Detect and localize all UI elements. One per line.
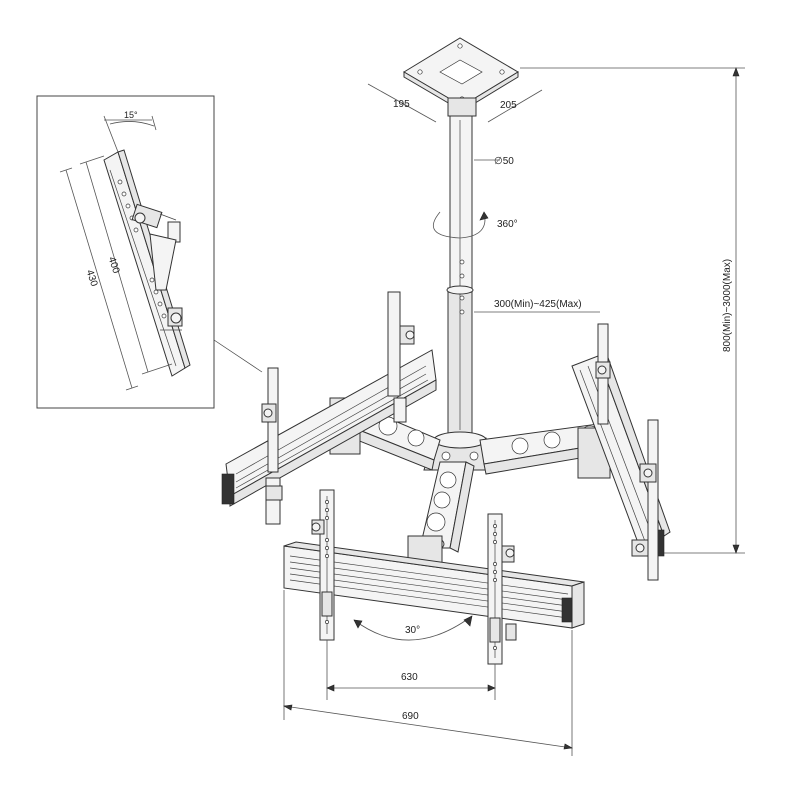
rotation-arrow: [433, 211, 486, 239]
height-range-label: 800(Min)~3000(Max): [722, 259, 733, 352]
plate-dim-line-right: [487, 89, 543, 123]
dim-line-430: [65, 169, 133, 389]
dim-line-400: [85, 161, 149, 373]
bracket-length-outer-label: 430: [84, 269, 100, 289]
bar-width-dim-line: [283, 705, 573, 749]
left-bracket-a: [261, 367, 283, 525]
bracket-length-inner-label: 400: [106, 256, 122, 276]
ceiling-pole: [446, 115, 474, 439]
right-bracket-b: [631, 419, 659, 581]
front-bracket-right: [487, 513, 517, 665]
tilt-angle-arc: [109, 121, 155, 127]
swivel-angle-label: 30°: [405, 625, 420, 636]
tilt-detail-inset: 15° 430 400: [36, 95, 263, 409]
bar-width-label: 690: [402, 711, 419, 722]
pole-diameter-label: ∅50: [494, 156, 514, 167]
tilted-bracket: [103, 149, 191, 377]
plate-dim-right-label: 205: [500, 100, 517, 111]
tilt-angle-label: 15°: [124, 110, 138, 120]
ceiling-plate: [403, 37, 519, 126]
front-arm: [407, 461, 475, 567]
front-bracket-left: [311, 489, 335, 641]
right-bracket-a: [595, 323, 611, 425]
swivel-arc: [353, 615, 473, 641]
right-arm: [479, 423, 611, 479]
left-bracket-b: [387, 291, 415, 423]
bracket-spacing-label: 630: [401, 672, 418, 683]
rotation-label: 360°: [497, 219, 518, 230]
inset-leader-line: [213, 339, 263, 373]
arm-length-label: 300(Min)~425(Max): [494, 299, 582, 310]
plate-dim-left-label: 195: [393, 99, 410, 110]
plate-dim-line-left: [367, 83, 437, 123]
